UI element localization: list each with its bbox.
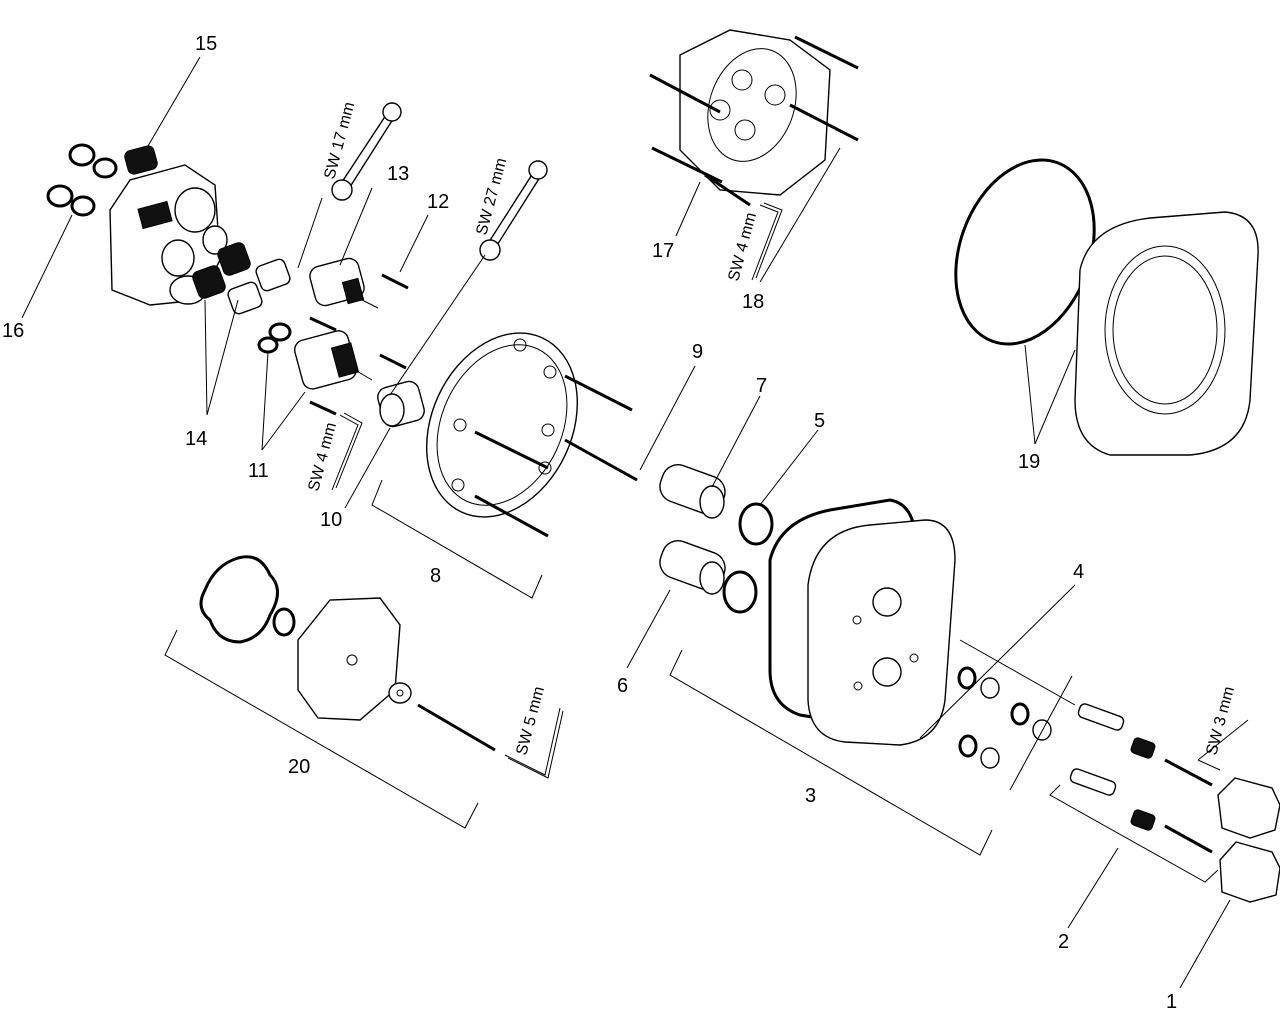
label-part-17: 17 [652, 240, 674, 262]
bolts-9 [474, 374, 638, 538]
trim-19 [1074, 211, 1259, 456]
hex-key-sw3-icon [1197, 719, 1249, 771]
seals-4 [957, 666, 1052, 769]
cartridge-13 [309, 257, 379, 309]
label-part-8: 8 [430, 565, 441, 587]
label-part-2: 2 [1058, 931, 1069, 953]
wrench-sw17-icon [331, 102, 402, 201]
label-part-13: 13 [387, 163, 409, 185]
blanking-cap-20 [297, 597, 401, 721]
label-part-18: 18 [742, 291, 764, 313]
label-part-9: 9 [692, 341, 703, 363]
hex-key-sw5-icon [504, 707, 564, 779]
hex-key-sw4-left-icon [331, 412, 363, 491]
cover-plate-3 [768, 498, 956, 746]
label-part-14: 14 [185, 428, 207, 450]
label-part-1: 1 [1166, 991, 1177, 1013]
handles-1 [1217, 777, 1280, 903]
sleeve-15 [124, 145, 158, 175]
screws-12 [309, 273, 409, 416]
o-rings-11 [257, 322, 292, 354]
label-part-10: 10 [320, 509, 342, 531]
tool-label-sw3: SW 3 mm [1203, 685, 1238, 757]
seal-rings-16 [46, 143, 118, 217]
nut-10 [377, 380, 425, 428]
label-part-7: 7 [756, 375, 767, 397]
ring-5 [722, 502, 774, 614]
sleeve-6 [659, 540, 726, 595]
label-part-12: 12 [427, 191, 449, 213]
label-part-4: 4 [1073, 561, 1084, 583]
label-part-19: 19 [1018, 451, 1040, 473]
cartridge-11 [293, 330, 373, 390]
label-part-11: 11 [248, 460, 269, 482]
tool-label-sw5: SW 5 mm [513, 685, 548, 757]
label-part-15: 15 [195, 33, 217, 55]
mounting-frame-17 [679, 29, 831, 196]
valve-body [109, 164, 228, 306]
label-part-5: 5 [814, 410, 825, 432]
group-brackets [164, 479, 1219, 883]
label-part-3: 3 [805, 785, 816, 807]
label-part-20: 20 [288, 756, 310, 778]
leader-lines [21, 56, 1231, 989]
mounting-plate-8 [425, 332, 579, 518]
label-part-16: 16 [2, 320, 24, 342]
sleeve-7 [659, 464, 726, 519]
label-part-6: 6 [617, 675, 628, 697]
gasket-20 [199, 555, 296, 644]
hex-key-sw4-top-icon [751, 202, 783, 281]
spindles-2 [1069, 703, 1213, 854]
bolts-18 [649, 35, 859, 207]
washer-screw-20 [388, 682, 496, 752]
